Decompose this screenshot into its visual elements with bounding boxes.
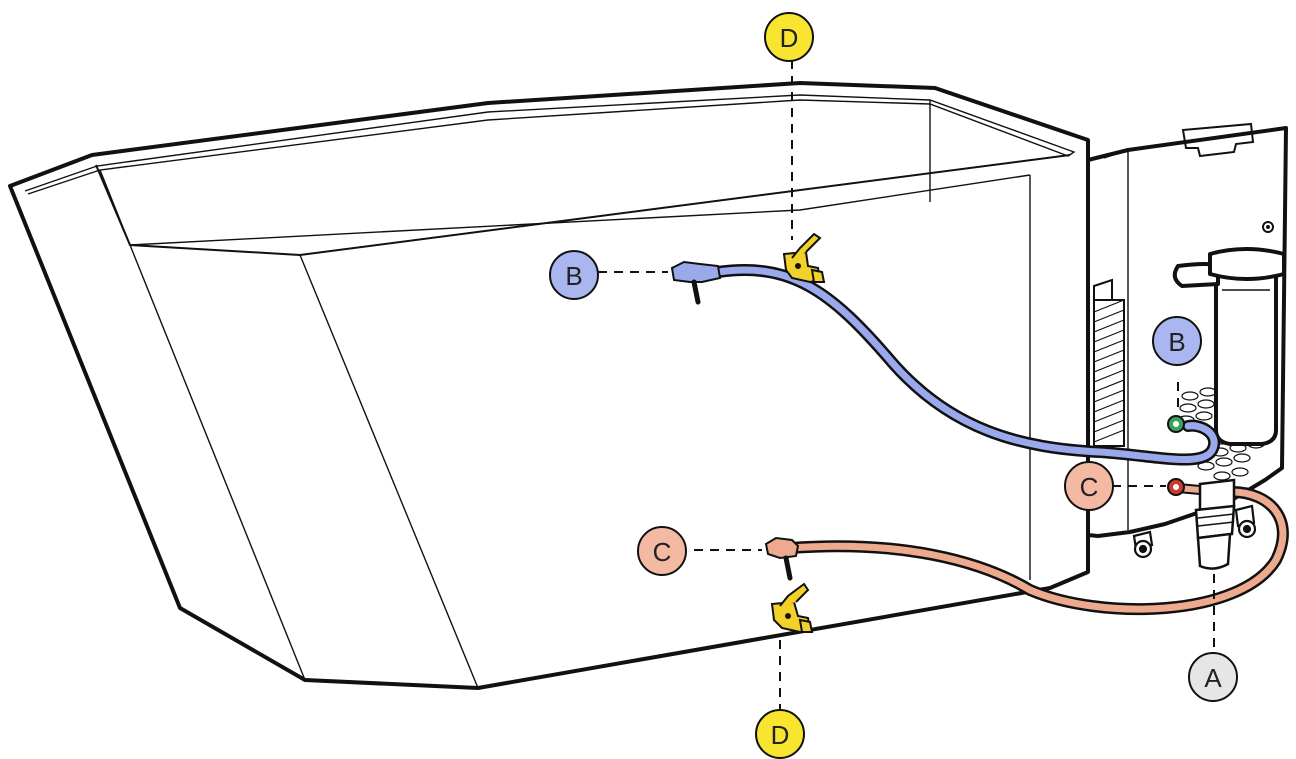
callout-c-unit-label: C bbox=[1080, 472, 1099, 502]
hydrotherapy-tub-icon bbox=[8, 81, 1090, 690]
callout-a: A bbox=[1188, 652, 1238, 702]
callout-c-tub: C bbox=[637, 526, 687, 576]
ball-valve-icon-top bbox=[782, 232, 826, 284]
blue-hose bbox=[714, 266, 1218, 463]
callout-d-bottom-label: D bbox=[771, 720, 790, 750]
vent-grille bbox=[1093, 299, 1125, 443]
filter-icon bbox=[1172, 247, 1286, 446]
callout-c-tub-label: C bbox=[653, 537, 672, 567]
orange-hose bbox=[786, 488, 1287, 613]
drain-fitting bbox=[1194, 478, 1236, 570]
callout-a-label: A bbox=[1204, 663, 1222, 693]
caster-wheels bbox=[1132, 504, 1257, 559]
hose-icon-b bbox=[670, 260, 1221, 466]
leader-lines bbox=[598, 60, 1215, 714]
callout-c-unit: C bbox=[1064, 461, 1114, 511]
callout-d-top: D bbox=[764, 12, 814, 62]
callout-b-tub: B bbox=[549, 250, 599, 300]
callout-b-tub-label: B bbox=[565, 261, 582, 291]
callout-d-bottom: D bbox=[755, 709, 805, 759]
callout-d-top-label: D bbox=[780, 23, 799, 53]
ball-valve-icon-bottom bbox=[770, 582, 814, 634]
hose-icon-c bbox=[764, 478, 1289, 616]
callout-b-unit-label: B bbox=[1168, 327, 1185, 357]
callout-b-unit: B bbox=[1152, 316, 1202, 366]
